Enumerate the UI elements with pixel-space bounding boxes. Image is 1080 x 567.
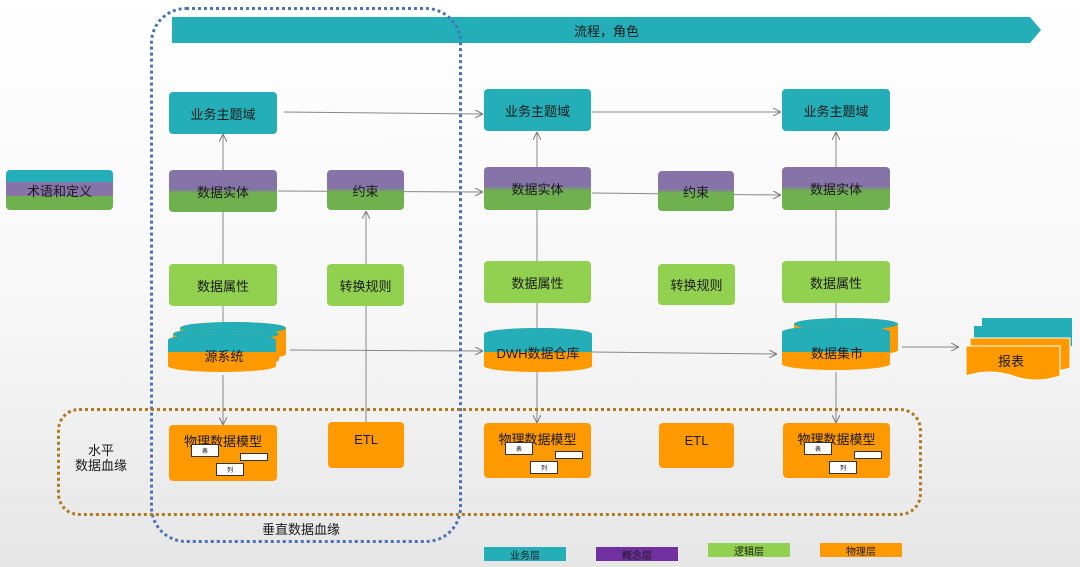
source-system-label: 源系统 (204, 349, 244, 364)
mini-column-1: 列 (216, 463, 244, 476)
legend-physical-layer: 物理层 (820, 543, 902, 558)
etl-label: ETL (354, 432, 378, 447)
etl-2: ETL (659, 423, 734, 468)
data-entity-3: 数据实体 (782, 167, 890, 210)
data-mart-cylinder (782, 318, 898, 370)
data-attribute-1: 数据属性 (169, 264, 277, 306)
legend-logic-layer: 逻辑层 (708, 543, 790, 558)
mini-table-3: 表 (804, 442, 832, 455)
subject-area-label: 业务主题域 (504, 103, 570, 119)
dwh-cylinder (484, 328, 592, 372)
arrow-source-dwh (289, 350, 482, 351)
horizontal-lineage-line-1: 水平 (87, 443, 114, 458)
mini-table-1: 表 (191, 444, 219, 457)
source-system-cylinder (168, 322, 286, 372)
subject-area-3: 业务主题域 (782, 89, 890, 131)
vertical-lineage-label: 垂直数据血缘 (261, 522, 340, 537)
horizontal-lineage-label: 水平 数据血缘 (66, 443, 136, 473)
legend-label: 物理层 (846, 546, 876, 558)
data-attribute-label: 数据属性 (196, 278, 249, 294)
transform-rule-label: 转换规则 (339, 278, 392, 294)
transform-rule-label: 转换规则 (670, 278, 723, 293)
subject-area-label: 业务主题域 (190, 106, 256, 122)
subject-area-2: 业务主题域 (484, 89, 591, 131)
data-attribute-2: 数据属性 (484, 261, 591, 303)
data-attribute-label: 数据属性 (511, 275, 564, 291)
subject-area-label: 业务主题域 (803, 103, 869, 119)
mini-table-2: 表 (505, 442, 533, 455)
etl-label: ETL (684, 433, 709, 448)
legend-label: 逻辑层 (734, 546, 764, 558)
constraint-label: 约束 (682, 184, 709, 200)
report-stack (965, 318, 1072, 381)
horizontal-lineage-line-2: 数据血缘 (74, 458, 127, 473)
data-entity-2: 数据实体 (484, 167, 591, 210)
data-attribute-label: 数据属性 (809, 275, 862, 291)
banner-label: 流程，角色 (573, 23, 639, 39)
data-entity-label: 数据实体 (196, 184, 249, 200)
arrow-dwh-mart (591, 352, 776, 354)
vertical-lineage-outline (150, 7, 462, 543)
subject-area-1: 业务主题域 (169, 92, 277, 134)
mini-column-2: 列 (530, 461, 558, 474)
transform-rule-2: 转换规则 (658, 264, 735, 305)
etl-1: ETL (328, 422, 404, 468)
data-entity-1: 数据实体 (169, 170, 277, 212)
legend-label: 概念层 (622, 550, 652, 562)
horizontal-lineage-outline (57, 408, 922, 516)
terms-and-definitions-box: 术语和定义 (6, 170, 113, 210)
dwh-label: DWH数据仓库 (496, 346, 580, 361)
legend-business-layer: 业务层 (484, 547, 566, 562)
data-entity-label: 数据实体 (809, 182, 862, 197)
mini-column-3: 列 (829, 461, 857, 474)
mini-row-1 (240, 453, 268, 461)
mini-row-2 (555, 451, 583, 459)
constraint-2: 约束 (658, 171, 734, 211)
constraint-1: 约束 (327, 170, 404, 210)
arrow-subject-1-2 (283, 112, 482, 114)
report-label: 报表 (997, 354, 1024, 369)
legend-label: 业务层 (510, 550, 540, 562)
legend-concept-layer: 概念层 (596, 547, 678, 562)
mini-row-3 (854, 451, 882, 459)
data-mart-label: 数据集市 (810, 346, 863, 361)
process-roles-banner: 流程，角色 (172, 17, 1041, 43)
transform-rule-1: 转换规则 (327, 264, 404, 306)
terms-label: 术语和定义 (26, 183, 92, 199)
data-entity-label: 数据实体 (511, 182, 564, 197)
constraint-label: 约束 (352, 183, 379, 199)
data-attribute-3: 数据属性 (782, 261, 890, 303)
